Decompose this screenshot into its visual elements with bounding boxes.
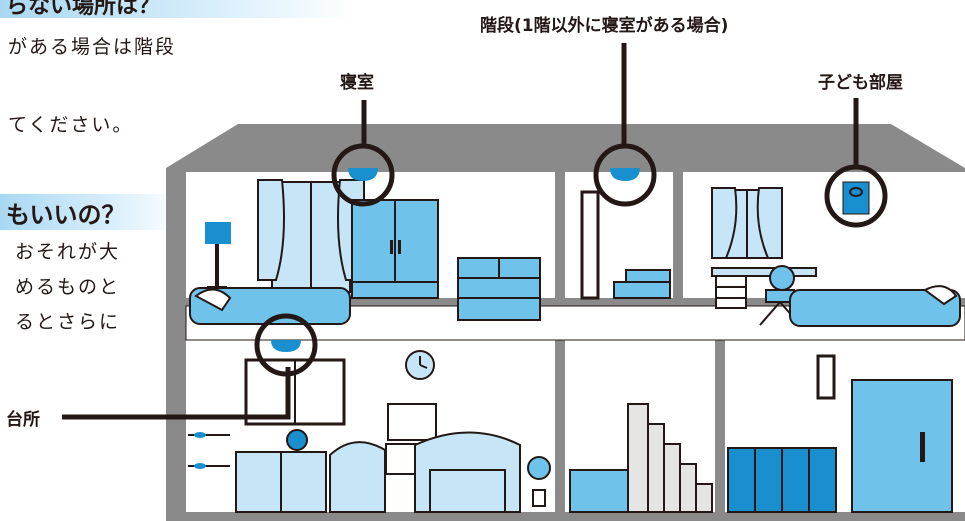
section-heading-locations: らない場所は？ (0, 0, 356, 18)
label-kids-room: 子ども部屋 (818, 73, 903, 93)
body-line: おそれが大 (15, 241, 121, 263)
body-line: てください。 (8, 114, 134, 136)
kids-room (711, 187, 961, 327)
stair-hall (580, 190, 671, 300)
section-heading-question: もいいの？ (0, 194, 184, 230)
label-bedroom: 寝室 (340, 73, 374, 93)
smoke-detector-kitchen (254, 313, 318, 377)
heading-text: らない場所は？ (6, 0, 161, 18)
entrance (727, 354, 953, 513)
staircase (569, 403, 713, 513)
heading-text: もいいの？ (6, 200, 126, 229)
smoke-detector-bedroom (331, 143, 395, 207)
smoke-detector-stairs (593, 143, 657, 207)
body-line: るとさらに (15, 311, 121, 333)
kitchen-leader-line (62, 367, 291, 420)
body-line: がある場合は階段 (8, 36, 177, 58)
label-stairs: 階段(1階以外に寝室がある場合) (480, 16, 729, 36)
smoke-detector-kids-room (824, 164, 888, 228)
label-kitchen: 台所 (6, 410, 40, 430)
body-line: めるものと (15, 276, 121, 298)
